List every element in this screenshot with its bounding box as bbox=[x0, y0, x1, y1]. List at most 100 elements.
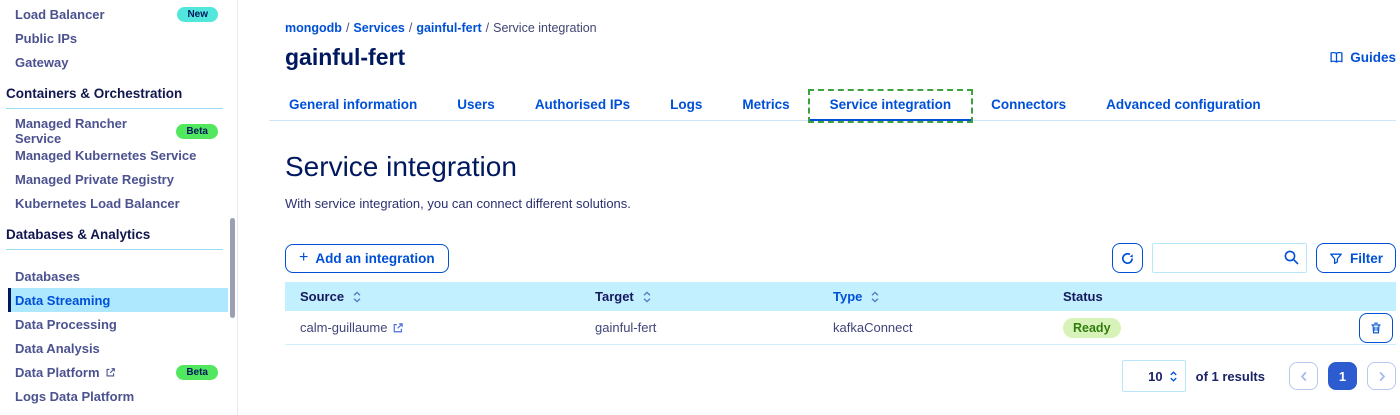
breadcrumb-link-gainful-fert[interactable]: gainful-fert bbox=[416, 21, 482, 35]
beta-badge: Beta bbox=[176, 123, 218, 139]
search-box bbox=[1151, 243, 1307, 273]
sidebar-item-label: Data Streaming bbox=[15, 292, 111, 308]
sidebar-item-label: Managed Private Registry bbox=[15, 171, 174, 187]
external-link-icon bbox=[392, 322, 404, 334]
sort-icon[interactable] bbox=[352, 290, 362, 303]
sidebar: Load Balancer New Public IPs Gateway Con… bbox=[0, 0, 238, 415]
next-page-button[interactable] bbox=[1367, 362, 1396, 390]
tab-connectors[interactable]: Connectors bbox=[991, 97, 1067, 112]
guides-link[interactable]: Guides bbox=[1329, 50, 1396, 65]
sort-icon[interactable] bbox=[642, 290, 652, 303]
breadcrumb-separator: / bbox=[408, 21, 413, 35]
guides-label: Guides bbox=[1350, 50, 1396, 65]
sidebar-item-label: Kubernetes Load Balancer bbox=[15, 195, 180, 211]
source-name: calm-guillaume bbox=[300, 320, 388, 335]
funnel-icon bbox=[1329, 252, 1343, 265]
tab-authorised-ips[interactable]: Authorised IPs bbox=[534, 97, 631, 112]
sidebar-item-label: Managed Rancher Service bbox=[15, 116, 127, 146]
tab-general-information[interactable]: General information bbox=[289, 97, 418, 112]
breadcrumb-separator: / bbox=[345, 21, 350, 35]
status-badge: Ready bbox=[1063, 317, 1121, 338]
sidebar-item-managed-kubernetes[interactable]: Managed Kubernetes Service bbox=[8, 143, 228, 167]
sidebar-section-containers: Containers & Orchestration bbox=[6, 86, 183, 101]
add-integration-button[interactable]: + Add an integration bbox=[285, 243, 449, 273]
external-link-icon bbox=[105, 367, 116, 378]
sidebar-scrollbar[interactable] bbox=[230, 218, 235, 318]
sidebar-item-data-analysis[interactable]: Data Analysis bbox=[8, 336, 228, 360]
previous-page-button[interactable] bbox=[1289, 362, 1318, 390]
sidebar-item-databases[interactable]: Databases bbox=[8, 264, 228, 288]
source-cell[interactable]: calm-guillaume bbox=[300, 320, 404, 335]
section-divider bbox=[6, 108, 223, 109]
sidebar-item-managed-rancher[interactable]: Managed Rancher Service Beta bbox=[8, 116, 228, 146]
trash-icon bbox=[1369, 321, 1383, 335]
sidebar-item-data-streaming[interactable]: Data Streaming bbox=[8, 288, 228, 312]
breadcrumb-link-services[interactable]: Services bbox=[353, 21, 405, 35]
filter-label: Filter bbox=[1349, 250, 1383, 266]
sidebar-item-managed-private-registry[interactable]: Managed Private Registry bbox=[8, 167, 228, 191]
breadcrumb-current: Service integration bbox=[493, 21, 597, 35]
sidebar-section-databases: Databases & Analytics bbox=[6, 227, 151, 242]
breadcrumb-link-mongodb[interactable]: mongodb bbox=[285, 21, 342, 35]
column-header-source: Source bbox=[300, 289, 345, 304]
page-title: gainful-fert bbox=[285, 44, 406, 70]
sidebar-item-data-platform[interactable]: Data Platform Beta bbox=[8, 360, 228, 384]
search-input[interactable] bbox=[1151, 243, 1307, 273]
add-integration-label: Add an integration bbox=[315, 250, 435, 266]
tab-bar: General information Users Authorised IPs… bbox=[269, 89, 1396, 123]
breadcrumb: mongodb/Services/gainful-fert/Service in… bbox=[285, 21, 1396, 35]
results-count: of 1 results bbox=[1195, 368, 1265, 384]
page-size-value: 10 bbox=[1148, 368, 1163, 384]
sidebar-item-label: Databases bbox=[15, 268, 81, 284]
sidebar-item-label: Logs Data Platform bbox=[15, 388, 135, 404]
column-header-type: Type bbox=[833, 289, 863, 304]
plus-icon: + bbox=[299, 249, 309, 266]
new-badge: New bbox=[177, 6, 218, 22]
table-header-row: Source Target Type Status bbox=[285, 282, 1396, 311]
sidebar-item-label: Data Platform bbox=[15, 364, 100, 380]
sidebar-item-data-processing[interactable]: Data Processing bbox=[8, 312, 228, 336]
column-header-target: Target bbox=[595, 289, 634, 304]
toolbar: + Add an integration Filter bbox=[285, 243, 1396, 273]
section-description: With service integration, you can connec… bbox=[285, 196, 631, 211]
sidebar-item-gateway[interactable]: Gateway bbox=[8, 50, 228, 74]
search-icon[interactable] bbox=[1283, 249, 1300, 266]
tab-service-integration[interactable]: Service integration bbox=[807, 89, 974, 123]
up-down-chevron-icon bbox=[1169, 370, 1178, 383]
sidebar-item-label: Public IPs bbox=[15, 30, 78, 46]
target-cell: gainful-fert bbox=[595, 320, 657, 335]
beta-badge: Beta bbox=[176, 364, 218, 380]
page-1-button[interactable]: 1 bbox=[1328, 362, 1357, 390]
sort-icon[interactable] bbox=[870, 290, 880, 303]
sidebar-item-label: Load Balancer bbox=[15, 6, 105, 22]
sidebar-item-label: Data Processing bbox=[15, 316, 117, 332]
sidebar-item-kubernetes-load-balancer[interactable]: Kubernetes Load Balancer bbox=[8, 191, 228, 215]
refresh-button[interactable] bbox=[1111, 243, 1143, 273]
tab-advanced-configuration[interactable]: Advanced configuration bbox=[1106, 97, 1261, 112]
tab-logs[interactable]: Logs bbox=[670, 97, 703, 112]
section-title: Service integration bbox=[285, 151, 517, 182]
sidebar-item-label: Data Analysis bbox=[15, 340, 100, 356]
pagination: 10 of 1 results 1 bbox=[285, 360, 1396, 392]
sidebar-item-logs-data-platform[interactable]: Logs Data Platform bbox=[8, 384, 228, 408]
tab-metrics[interactable]: Metrics bbox=[742, 97, 790, 112]
chevron-left-icon bbox=[1300, 371, 1308, 382]
tab-users[interactable]: Users bbox=[457, 97, 495, 112]
sidebar-item-load-balancer[interactable]: Load Balancer New bbox=[8, 2, 228, 26]
table-row: calm-guillaume gainful-fert kafkaConnect… bbox=[285, 311, 1396, 345]
main-content: mongodb/Services/gainful-fert/Service in… bbox=[238, 0, 1400, 415]
type-cell: kafkaConnect bbox=[833, 320, 913, 335]
sidebar-item-label: Managed Kubernetes Service bbox=[15, 147, 197, 163]
book-icon bbox=[1329, 51, 1344, 64]
section-divider bbox=[6, 249, 223, 250]
chevron-right-icon bbox=[1378, 371, 1386, 382]
page-size-select[interactable]: 10 bbox=[1121, 360, 1186, 392]
integrations-table: Source Target Type Status bbox=[285, 282, 1396, 345]
delete-button[interactable] bbox=[1359, 312, 1393, 343]
filter-button[interactable]: Filter bbox=[1315, 243, 1396, 273]
refresh-icon bbox=[1120, 251, 1135, 266]
breadcrumb-separator: / bbox=[485, 21, 490, 35]
column-header-status: Status bbox=[1063, 289, 1103, 304]
sidebar-item-public-ips[interactable]: Public IPs bbox=[8, 26, 228, 50]
sidebar-item-label: Gateway bbox=[15, 54, 69, 70]
